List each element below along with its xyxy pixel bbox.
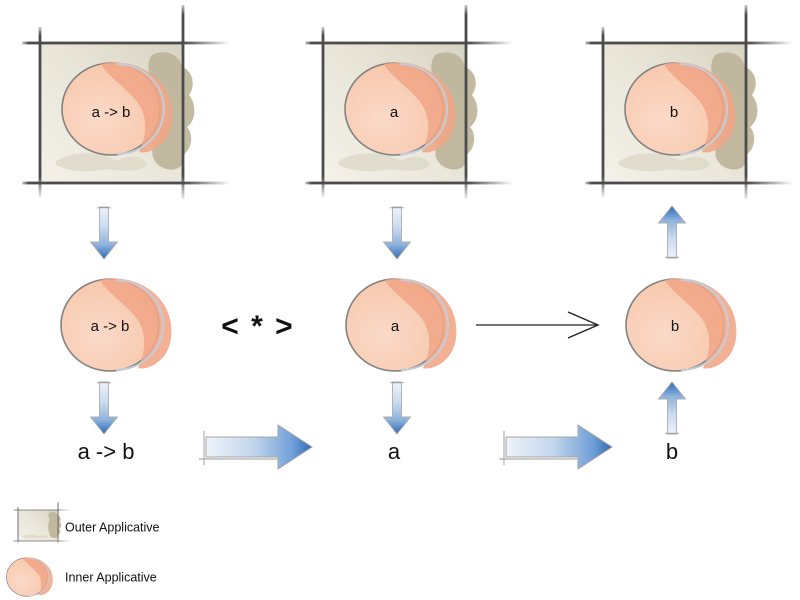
column-argument: a a a <box>305 5 513 464</box>
down-arrow-icon <box>383 206 411 260</box>
box-label-result: b <box>670 104 678 121</box>
column-result: b b b <box>585 5 793 464</box>
inner-applicative-circle <box>625 277 738 372</box>
lift-arrow-icon <box>498 424 613 470</box>
circle-label-function: a -> b <box>91 318 130 335</box>
outer-applicative-swatch <box>12 501 72 545</box>
box-label-argument: a <box>390 104 399 121</box>
value-label-function: a -> b <box>78 439 135 464</box>
column-function: a -> b a -> b a -> b <box>22 5 230 464</box>
inner-applicative-swatch <box>5 557 54 597</box>
down-arrow-icon <box>90 381 118 435</box>
inner-applicative-circle <box>345 277 458 372</box>
lift-arrow-icon <box>198 424 313 470</box>
down-arrow-icon <box>383 381 411 435</box>
value-label-result: b <box>666 439 678 464</box>
up-arrow-icon <box>658 381 686 435</box>
box-label-function: a -> b <box>92 104 131 121</box>
result-arrow <box>476 311 600 339</box>
up-arrow-icon <box>658 205 686 259</box>
legend-label-outer: Outer Applicative <box>65 521 160 535</box>
legend: Outer Applicative Inner Applicative <box>5 501 160 597</box>
circle-label-result: b <box>671 318 679 335</box>
apply-operator: < * > <box>221 310 294 343</box>
circle-label-argument: a <box>391 318 400 335</box>
down-arrow-icon <box>90 206 118 260</box>
value-label-argument: a <box>388 439 401 464</box>
legend-label-inner: Inner Applicative <box>65 571 157 585</box>
